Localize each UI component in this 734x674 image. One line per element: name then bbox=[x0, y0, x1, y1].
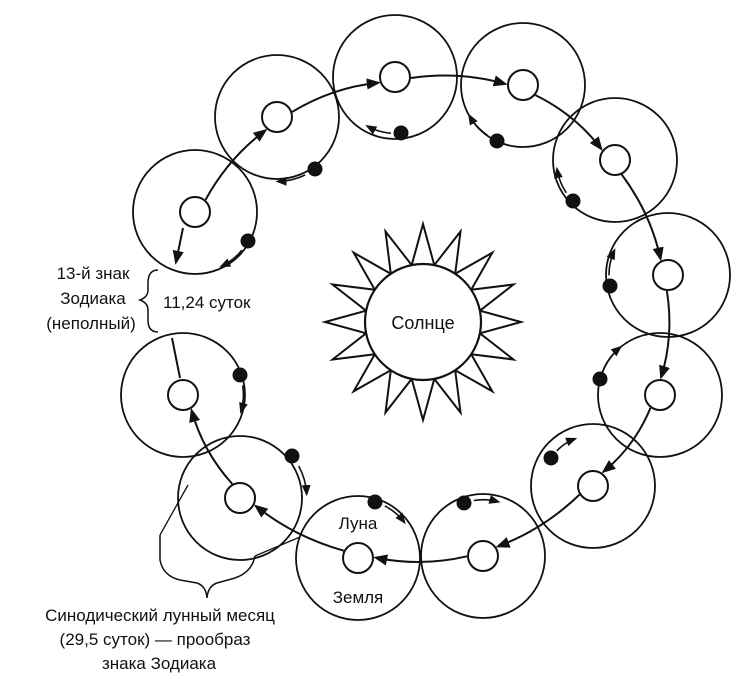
moon-orbit-arc bbox=[556, 437, 578, 452]
moon-orbit-circle bbox=[120, 332, 246, 458]
sun-label: Солнце bbox=[391, 313, 454, 333]
earth-path bbox=[171, 74, 671, 566]
earth-circle bbox=[342, 542, 374, 574]
moon-orbit-arc bbox=[603, 345, 623, 369]
moon-orbit-arc bbox=[553, 166, 567, 194]
moon-orbit-arc bbox=[219, 249, 243, 268]
moon-orbit-arc bbox=[275, 174, 306, 186]
earth-circle bbox=[599, 144, 631, 176]
synodic-line3: знака Зодиака bbox=[102, 654, 217, 673]
moon-dot bbox=[393, 125, 409, 141]
earth-label: Земля bbox=[333, 588, 384, 607]
earth-circle bbox=[507, 69, 539, 101]
earth-circle bbox=[261, 101, 293, 133]
moon-dot bbox=[592, 371, 608, 387]
moon-dot bbox=[456, 495, 472, 511]
earth-circle bbox=[577, 470, 609, 502]
earth-path-segment bbox=[373, 554, 468, 566]
sun-disc bbox=[363, 262, 483, 382]
moon-dot bbox=[489, 133, 505, 149]
zodiac13-line3: (неполный) bbox=[46, 314, 135, 333]
earth-path-segment bbox=[189, 407, 234, 485]
moon-dot bbox=[367, 494, 383, 510]
moon-orbit-circle bbox=[295, 495, 421, 621]
earth-path-segment bbox=[659, 290, 671, 380]
earth-path-segment bbox=[495, 493, 581, 548]
moon-orbit-circle bbox=[552, 97, 678, 223]
zodiac13-line2: Зодиака bbox=[60, 289, 126, 308]
moon-orbit-circle bbox=[460, 22, 586, 148]
moon-dot bbox=[232, 367, 248, 383]
moon-orbit-circle bbox=[332, 14, 458, 140]
earth-path-segment bbox=[291, 78, 381, 113]
earth-path-segment bbox=[601, 407, 652, 474]
moon-dot bbox=[284, 448, 300, 464]
earth-circle bbox=[179, 196, 211, 228]
moon-label: Луна bbox=[339, 514, 378, 533]
earth-circle bbox=[224, 482, 256, 514]
moon-orbit-arc bbox=[365, 125, 391, 135]
moon-orbit-arc bbox=[384, 505, 406, 525]
earth-path-segment bbox=[534, 94, 603, 151]
earth-circle bbox=[167, 379, 199, 411]
earth-circle bbox=[644, 379, 676, 411]
synodic-line2: (29,5 суток) — прообраз bbox=[60, 630, 251, 649]
moon-orbit-arc bbox=[297, 465, 311, 497]
moon-orbit-circle bbox=[530, 423, 656, 549]
earth-path-segment bbox=[410, 74, 508, 87]
earth-path-segment bbox=[171, 337, 181, 379]
zodiac13-line1: 13-й знак bbox=[57, 264, 130, 283]
synodic-bracket-tick bbox=[159, 484, 189, 536]
moon-dot bbox=[602, 278, 618, 294]
moon-orbit-circle bbox=[597, 332, 723, 458]
moon-arcs bbox=[219, 113, 623, 525]
zodiac13-bracket bbox=[137, 269, 159, 333]
moon-orbit-circle bbox=[132, 149, 258, 275]
earth-path-segment bbox=[620, 173, 664, 262]
synodic-bracket-tick-2 bbox=[254, 536, 301, 557]
earth-circle bbox=[652, 259, 684, 291]
earth-circle bbox=[467, 540, 499, 572]
moon-orbit-circle bbox=[177, 435, 303, 561]
moon-dot bbox=[565, 193, 581, 209]
sun: Солнце bbox=[321, 220, 525, 424]
moon-orbit-arc bbox=[239, 385, 248, 414]
moon-orbit-circle bbox=[420, 493, 546, 619]
moon-orbit-arc bbox=[468, 113, 488, 137]
moon-dot bbox=[307, 161, 323, 177]
moon-positions bbox=[232, 125, 618, 511]
moon-dot bbox=[240, 233, 256, 249]
moon-dot bbox=[543, 450, 559, 466]
moon-orbit-arc bbox=[473, 495, 501, 504]
earth-positions bbox=[167, 61, 684, 574]
moon-orbit-arc bbox=[606, 248, 616, 276]
zodiac13-duration: 11,24 суток bbox=[163, 293, 251, 312]
earth-path-segment bbox=[253, 504, 344, 552]
synodic-line1: Синодический лунный месяц bbox=[45, 606, 275, 625]
synodic-bracket bbox=[159, 535, 256, 599]
earth-path-segment bbox=[204, 128, 268, 201]
earth-path-segment bbox=[172, 227, 184, 265]
earth-circle bbox=[379, 61, 411, 93]
